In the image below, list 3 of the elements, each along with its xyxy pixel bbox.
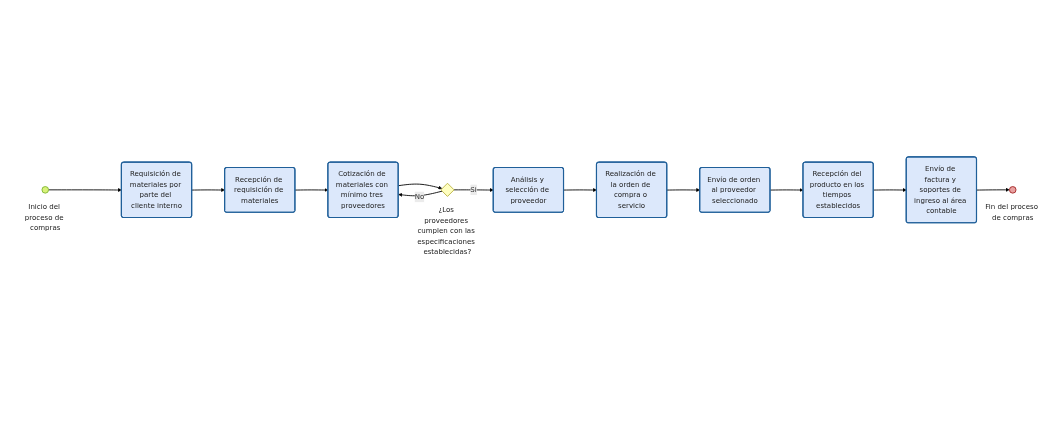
node-circle	[41, 186, 49, 194]
node-circle	[1009, 186, 1017, 194]
node-diamond	[440, 182, 455, 197]
